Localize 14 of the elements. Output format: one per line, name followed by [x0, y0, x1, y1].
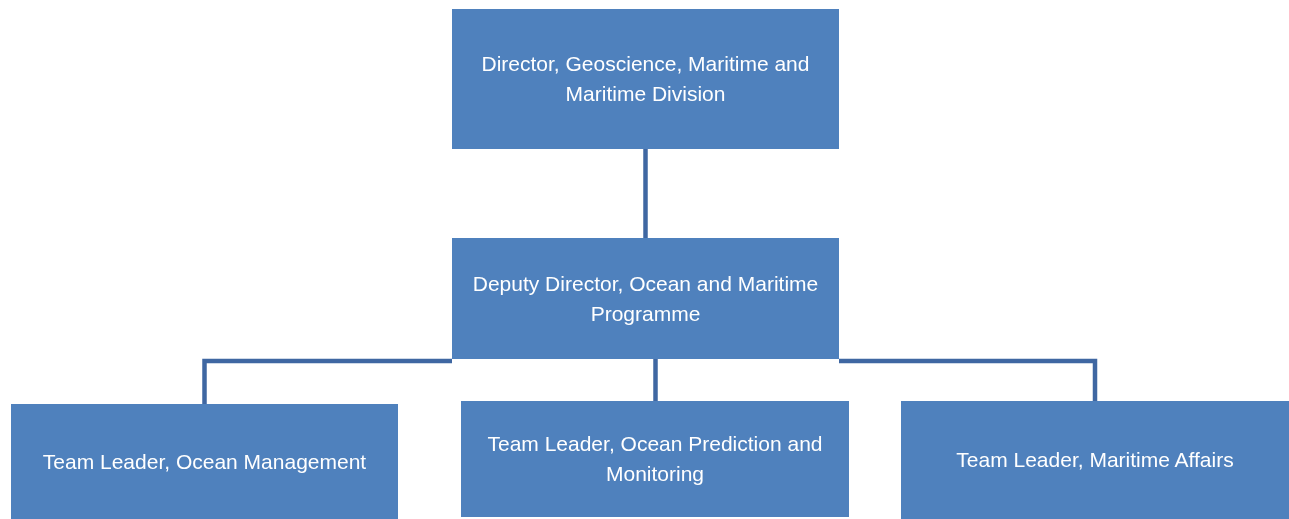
role-title: Team Leader, Ocean Management — [42, 448, 367, 475]
org-box — [452, 9, 839, 149]
org-box — [11, 404, 398, 519]
connector-line — [839, 358, 1098, 401]
org-box — [452, 238, 839, 359]
connector-line — [643, 149, 648, 238]
connector-line — [202, 358, 452, 404]
org-box — [901, 401, 1289, 519]
role-title: Team Leader, Maritime Affairs — [956, 447, 1234, 473]
role-title: Team Leader, Ocean Prediction and Monitoring — [486, 431, 824, 487]
role-title: Deputy Director, Ocean and Maritime Programme — [471, 270, 820, 327]
role-title: Director, Geoscience, Maritime and Maritime Division — [480, 51, 811, 107]
connector-line — [653, 359, 658, 401]
org-box — [461, 401, 849, 517]
